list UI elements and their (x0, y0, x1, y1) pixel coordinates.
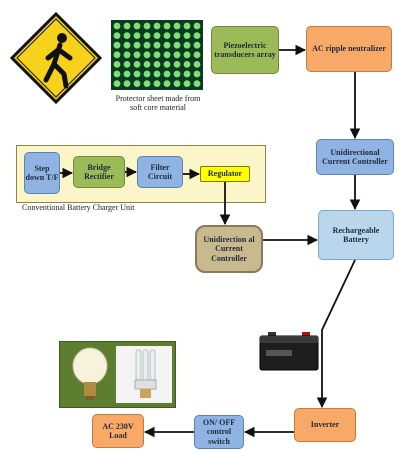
protector-sheet-cell (133, 51, 141, 59)
protector-sheet-cell (183, 32, 191, 39)
inverter-block: Inverter (294, 408, 356, 442)
protector-sheet-cell (153, 22, 161, 30)
protector-sheet-cell (113, 22, 121, 30)
protector-sheet-cell (153, 70, 161, 78)
rechargeable-battery-block: Rechargeable Battery (318, 210, 394, 260)
protector-sheet-cell (163, 61, 171, 68)
protector-sheet-cell (183, 80, 191, 87)
protector-sheet-cell (153, 41, 161, 49)
protector-sheet-cell (163, 41, 171, 49)
protector-sheet-cell (123, 51, 131, 59)
protector-sheet-cell (153, 80, 161, 87)
protector-sheet-cell (153, 61, 161, 68)
protector-sheet-cell (163, 70, 171, 78)
protector-sheet-cell (193, 61, 201, 68)
protector-sheet-cell (173, 32, 181, 39)
bridge-rectifier-block: Bridge Rectifier (73, 156, 125, 188)
unidirectional-controller-mid-block: Unidirection al Current Controller (195, 225, 263, 273)
protector-sheet-cell (113, 41, 121, 49)
protector-sheet-cell (123, 70, 131, 78)
unidirectional-controller-top-block: Unidirectional Current Controller (316, 139, 394, 175)
protector-sheet-cell (143, 80, 151, 87)
ac-load-block: AC 230V Load (92, 414, 144, 448)
pedestrian-crossing-sign-icon (9, 11, 103, 105)
protector-sheet-cell (173, 22, 181, 30)
protector-sheet-cell (193, 41, 201, 49)
battery-image (258, 330, 320, 372)
protector-sheet-cell (113, 32, 121, 39)
protector-sheet-cell (163, 32, 171, 39)
protector-sheet-cell (113, 61, 121, 68)
protector-sheet-cell (133, 22, 141, 30)
step-down-transformer-block: Step down T/F (24, 152, 60, 194)
protector-sheet-cell (143, 70, 151, 78)
protector-sheet-cell (143, 51, 151, 59)
protector-sheet-cell (153, 51, 161, 59)
protector-sheet-cell (123, 80, 131, 87)
filter-circuit-block: Filter Circuit (137, 156, 183, 188)
regulator-block: Regulator (200, 166, 250, 182)
protector-sheet-grid-image (111, 20, 203, 90)
protector-sheet-cell (133, 61, 141, 68)
protector-sheet-cell (183, 41, 191, 49)
protector-sheet-cell (183, 22, 191, 30)
arrow-battery-to-inverter (316, 259, 356, 409)
protector-sheet-cell (173, 80, 181, 87)
protector-sheet-cell (193, 80, 201, 87)
charger-unit-caption: Conventional Battery Charger Unit (22, 203, 135, 212)
protector-sheet-cell (183, 51, 191, 59)
protector-sheet-cell (163, 22, 171, 30)
protector-sheet-cell (143, 61, 151, 68)
on-off-switch-block: ON/ OFF control switch (194, 415, 244, 449)
protector-sheet-cell (193, 32, 201, 39)
protector-sheet-cell (123, 61, 131, 68)
protector-sheet-cell (113, 70, 121, 78)
protector-sheet-cell (123, 32, 131, 39)
protector-sheet-cell (193, 22, 201, 30)
protector-sheet-cell (143, 32, 151, 39)
bulbs-image (59, 341, 176, 408)
protector-sheet-cell (173, 70, 181, 78)
protector-sheet-cell (123, 41, 131, 49)
protector-sheet-cell (163, 51, 171, 59)
protector-sheet-cell (173, 51, 181, 59)
protector-sheet-cell (133, 80, 141, 87)
protector-sheet-cell (133, 32, 141, 39)
protector-sheet-cell (183, 70, 191, 78)
protector-sheet-cell (163, 80, 171, 87)
protector-sheet-caption: Protector sheet made from soft core mate… (115, 94, 201, 113)
protector-sheet-cell (113, 51, 121, 59)
protector-sheet-cell (133, 41, 141, 49)
protector-sheet-cell (143, 41, 151, 49)
protector-sheet-cell (123, 22, 131, 30)
protector-sheet-cell (113, 80, 121, 87)
protector-sheet-cell (153, 32, 161, 39)
protector-sheet-cell (173, 41, 181, 49)
protector-sheet-cell (133, 70, 141, 78)
ac-ripple-neutralizer-block: AC ripple neutralizer (306, 26, 392, 72)
protector-sheet-cell (183, 61, 191, 68)
protector-sheet-cell (193, 51, 201, 59)
protector-sheet-cell (143, 22, 151, 30)
protector-sheet-cell (193, 70, 201, 78)
protector-sheet-cell (173, 61, 181, 68)
piezo-array-block: Piezoelectric transducers array (211, 26, 279, 74)
